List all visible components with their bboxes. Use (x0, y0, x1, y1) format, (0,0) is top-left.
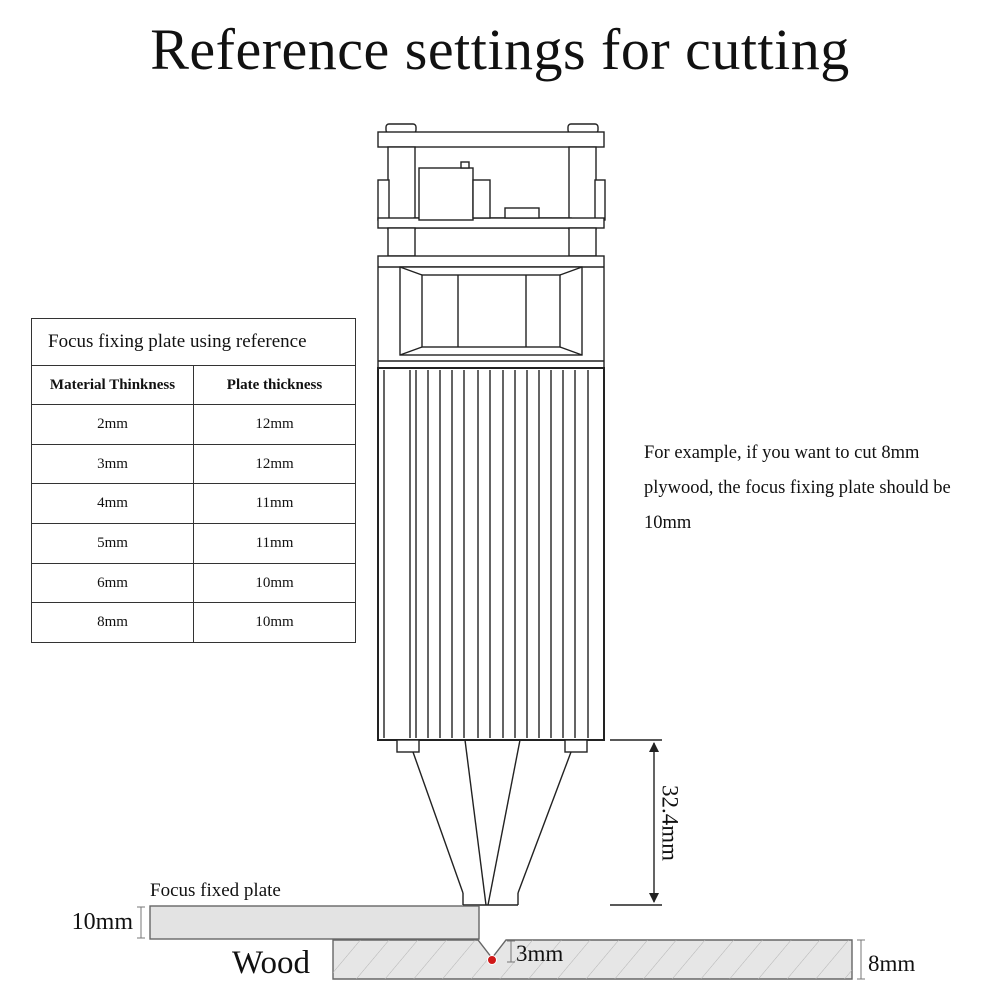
table-row: 3mm 12mm (31, 443, 356, 485)
upper-housing (377, 255, 605, 369)
focus-distance-dimension (610, 739, 662, 906)
focus-plate-label: Focus fixed plate (150, 880, 281, 901)
focus-point (487, 955, 497, 965)
cut-depth-dimension (507, 940, 515, 963)
example-note: For example, if you want to cut 8mm plyw… (644, 443, 951, 533)
material-cell: 8mm (31, 602, 194, 644)
focus-distance-label: 32.4mm (658, 785, 683, 861)
material-cell: 6mm (31, 562, 194, 604)
table-row: 6mm 10mm (31, 562, 356, 604)
material-label: Wood (232, 945, 311, 981)
plate-cell: 11mm (193, 523, 356, 564)
plate-cell: 10mm (193, 602, 356, 644)
focus-fixed-plate (149, 905, 480, 940)
plate-cell: 10mm (193, 562, 356, 604)
top-board (377, 123, 606, 257)
table-caption: Focus fixing plate using reference (31, 318, 356, 366)
laser-module (377, 123, 606, 906)
material-cell: 3mm (31, 443, 194, 485)
cut-depth-label: 3mm (516, 941, 563, 966)
material-cell: 5mm (31, 523, 194, 564)
plate-thickness-label: 10mm (72, 909, 134, 935)
table-row: 2mm 12mm (31, 404, 356, 445)
table-row: 4mm 11mm (31, 483, 356, 525)
heatsink-body (377, 367, 605, 741)
table-row: 8mm 10mm (31, 602, 356, 644)
plate-thickness-dimension (137, 906, 145, 939)
wood-thickness-label: 8mm (868, 951, 915, 976)
plate-cell: 12mm (193, 443, 356, 485)
material-cell: 2mm (31, 404, 194, 445)
page-title: Reference settings for cutting (150, 17, 850, 82)
plate-cell: 11mm (193, 483, 356, 525)
header-plate-thickness: Plate thickness (193, 365, 356, 405)
nozzle (396, 739, 588, 906)
header-material-thickness: Material Thinkness (31, 365, 194, 405)
wood-thickness-dimension (857, 939, 865, 980)
material-cell: 4mm (31, 483, 194, 525)
plate-cell: 12mm (193, 404, 356, 445)
focus-plate-reference-table: Focus fixing plate using reference Mater… (31, 318, 356, 644)
table-row: 5mm 11mm (31, 523, 356, 564)
